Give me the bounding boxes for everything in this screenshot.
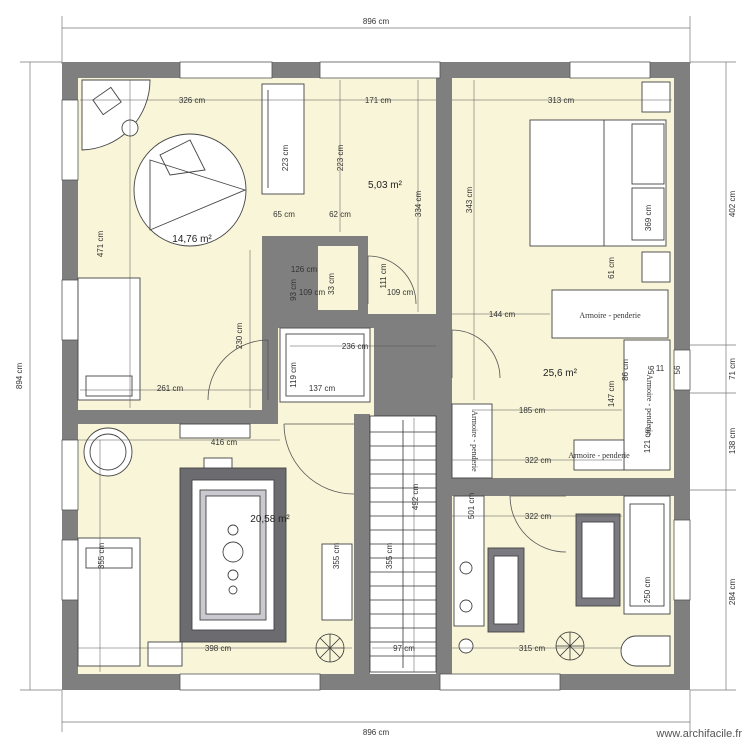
dim-492: 492 cm (411, 484, 420, 511)
dim-230: 230 cm (235, 323, 244, 350)
dim-121: 121 cm (643, 427, 652, 454)
windows (61, 61, 691, 691)
dim-315: 315 cm (519, 644, 546, 653)
dim-501: 501 cm (467, 493, 476, 520)
inner-walls (78, 78, 674, 676)
credit-link[interactable]: www.archifacile.fr (656, 728, 742, 740)
dim-185: 185 cm (519, 406, 546, 415)
dim-355-b: 355 cm (332, 543, 341, 570)
dim-62: 62 cm (329, 210, 351, 219)
dim-33: 33 cm (327, 273, 336, 295)
dim-398: 398 cm (205, 644, 232, 653)
dim-322-b: 322 cm (525, 512, 552, 521)
dim-313: 313 cm (548, 96, 575, 105)
dim-326: 326 cm (179, 96, 206, 105)
dim-261: 261 cm (157, 384, 184, 393)
dim-369: 369 cm (644, 205, 653, 232)
dim-343: 343 cm (465, 187, 474, 214)
wardrobe-label-top: Armoire - penderie (579, 311, 641, 320)
inner-dimension-lines (78, 80, 672, 672)
dim-322-a: 322 cm (525, 456, 552, 465)
dim-171: 171 cm (365, 96, 392, 105)
dim-top-overall: 896 cm (363, 17, 390, 26)
dim-right-402: 402 cm (728, 191, 737, 218)
dim-56-b: 56 (673, 365, 682, 374)
room-area-left-bedroom: 14,76 m² (172, 234, 212, 245)
dim-355-c: 355 cm (385, 543, 394, 570)
dim-144: 144 cm (489, 310, 516, 319)
dim-119: 119 cm (289, 362, 298, 388)
dim-right-71: 71 cm (728, 358, 737, 380)
dim-56-a: 56 (647, 365, 656, 374)
dim-223-a: 223 cm (281, 145, 290, 172)
dim-355-a: 355 cm (97, 543, 106, 570)
dim-223-b: 223 cm (336, 145, 345, 172)
wardrobe-label-left: Armoire - penderie (470, 410, 479, 472)
dim-416: 416 cm (211, 438, 238, 447)
left-bedroom-furniture (77, 79, 305, 401)
dim-86: 86 cm (621, 359, 630, 381)
staircase (369, 415, 437, 673)
dim-61: 61 cm (607, 257, 616, 279)
dim-65: 65 cm (273, 210, 295, 219)
room-area-lower-bedroom: 20,58 m² (250, 514, 290, 525)
dim-97: 97 cm (393, 644, 415, 653)
dim-93: 93 cm (289, 279, 298, 301)
dim-147: 147 cm (607, 381, 616, 408)
wardrobe-label-right: Armoire - penderie (645, 374, 654, 436)
dim-11: 11 (656, 364, 665, 373)
dim-109-a: 109 cm (299, 288, 326, 297)
bathroom-furniture (453, 495, 671, 667)
doors (207, 255, 567, 553)
dim-right-138: 138 cm (728, 428, 737, 455)
dim-111: 111 cm (379, 263, 388, 288)
dim-334: 334 cm (414, 191, 423, 218)
dim-471: 471 cm (96, 231, 105, 258)
dim-236: 236 cm (342, 342, 369, 351)
dim-109-b: 109 cm (387, 288, 414, 297)
room-area-corridor: 5,03 m² (368, 180, 403, 191)
right-bedroom-furniture (451, 81, 671, 479)
dim-bottom-overall: 896 cm (363, 728, 390, 737)
dim-137: 137 cm (309, 384, 336, 393)
dim-250: 250 cm (643, 577, 652, 604)
dim-126: 126 cm (291, 265, 318, 274)
dim-right-284: 284 cm (728, 579, 737, 606)
room-area-right-bedroom: 25,6 m² (543, 368, 578, 379)
lower-bedroom-furniture (77, 423, 353, 667)
dim-left-overall: 894 cm (15, 363, 24, 390)
wardrobe-label-small: Armoire - penderie (568, 451, 630, 460)
overall-dimensions (20, 16, 736, 732)
